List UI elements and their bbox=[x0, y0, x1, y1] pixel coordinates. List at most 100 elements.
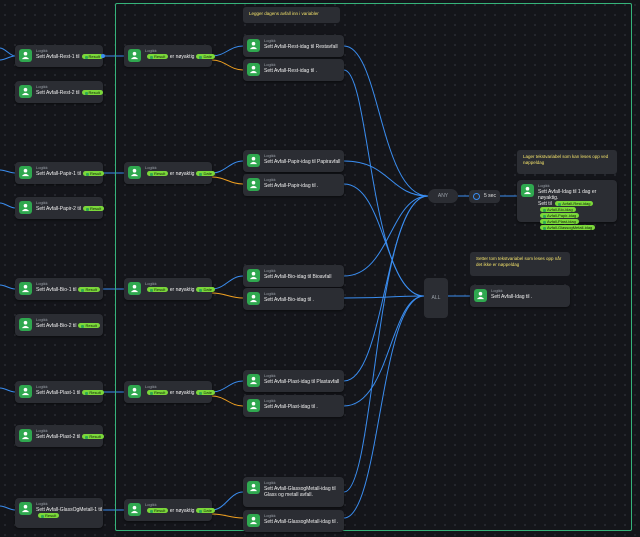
final-node-all[interactable]: Logikk Sett Avfall-Idag til . bbox=[470, 285, 570, 307]
person-icon bbox=[247, 514, 260, 527]
person-icon bbox=[19, 201, 32, 214]
person-icon bbox=[19, 166, 32, 179]
node-text: Sett Avfall-Papir-idag til Papiravfall bbox=[264, 159, 341, 165]
node-text: Sett Avfall-Plast-idag til Plastavfall bbox=[264, 379, 340, 385]
node-header: Logikk bbox=[264, 373, 276, 378]
set-node-rest-true[interactable]: Logikk Sett Avfall-Rest-idag til Restavf… bbox=[243, 35, 344, 57]
date-pill: Date bbox=[196, 390, 215, 396]
all-gate[interactable]: ALL bbox=[424, 278, 448, 318]
set-node-papir-true[interactable]: Logikk Sett Avfall-Papir-idag til Papira… bbox=[243, 150, 344, 172]
node-header: Logikk bbox=[145, 48, 157, 53]
group-title: Legger dagens avfall inn i variabler bbox=[249, 11, 319, 16]
node-text: Sett Avfall-Idag til 1 dag er nøyaktig. … bbox=[538, 189, 597, 231]
variable-pill: Avfall-Rest-idag bbox=[555, 201, 594, 207]
person-icon bbox=[128, 166, 141, 179]
set-node-glass-true[interactable]: Logikk Sett Avfall-GlassogMetall-idag ti… bbox=[243, 477, 344, 507]
person-icon bbox=[247, 374, 260, 387]
node-header: Logikk bbox=[145, 281, 157, 286]
clock-icon bbox=[473, 193, 480, 200]
group-frame[interactable] bbox=[115, 3, 632, 531]
set-node-plast-false[interactable]: Logikk Sett Avfall-Plast-idag til . bbox=[243, 395, 344, 417]
result-pill: Result bbox=[78, 287, 100, 293]
node-header: Logikk bbox=[145, 165, 157, 170]
node-header: Logikk bbox=[264, 291, 276, 296]
all-note-text: Setter tom tekstvariabel som leses opp n… bbox=[476, 256, 562, 267]
person-icon bbox=[247, 269, 260, 282]
result-pill: Result bbox=[81, 90, 103, 96]
result-pill: Result bbox=[82, 171, 105, 177]
set-node-glass-false[interactable]: Logikk Sett Avfall-GlassogMetall-idag ti… bbox=[243, 510, 344, 532]
node-text: Sett Avfall-Rest-idag til Restavfall bbox=[264, 44, 338, 50]
person-icon bbox=[19, 318, 32, 331]
set-node-plast-true[interactable]: Logikk Sett Avfall-Plast-idag til Plasta… bbox=[243, 370, 344, 392]
date-pill: Date bbox=[196, 508, 215, 514]
node-header: Logikk bbox=[36, 281, 48, 286]
node-text: Sett Avfall-GlassOgMetall-1 tilResult bbox=[36, 507, 103, 519]
final-node-any[interactable]: Logikk Sett Avfall-Idag til 1 dag er nøy… bbox=[517, 180, 617, 231]
node-header: Logikk bbox=[264, 62, 276, 67]
output-port[interactable] bbox=[101, 54, 105, 58]
delay-label: 5 sec bbox=[484, 193, 496, 199]
person-icon bbox=[247, 481, 260, 494]
all-note[interactable]: Setter tom tekstvariabel som leses opp n… bbox=[470, 252, 570, 276]
variable-pill: Avfall-Plast-idag bbox=[540, 219, 579, 225]
person-icon bbox=[19, 282, 32, 295]
person-icon bbox=[19, 49, 32, 62]
result-pill: Result bbox=[147, 171, 169, 177]
set-node-papir-false[interactable]: Logikk Sett Avfall-Papir-idag til . bbox=[243, 174, 344, 196]
any-gate[interactable]: ANY bbox=[428, 189, 458, 203]
result-pill: Result bbox=[147, 54, 169, 60]
result-pill: Result bbox=[81, 54, 103, 60]
set-node-bio-true[interactable]: Logikk Sett Avfall-Bio-idag til Bioavfal… bbox=[243, 265, 344, 287]
node-avfall-glassogmetall-1[interactable]: Logikk Sett Avfall-GlassOgMetall-1 tilRe… bbox=[15, 498, 103, 528]
group-title-note[interactable]: Legger dagens avfall inn i variabler bbox=[243, 7, 340, 23]
node-header: Logikk bbox=[264, 153, 276, 158]
wire bbox=[0, 387, 16, 393]
result-pill: Result bbox=[82, 206, 105, 212]
node-header: Logikk bbox=[264, 398, 276, 403]
node-text: Sett Avfall-GlassogMetall-idag til Glass… bbox=[264, 486, 336, 498]
set-node-rest-false[interactable]: Logikk Sett Avfall-Rest-idag til . bbox=[243, 59, 344, 81]
variable-pill: Avfall-Bio-idag bbox=[540, 207, 576, 213]
set-node-bio-false[interactable]: Logikk Sett Avfall-Bio-idag til . bbox=[243, 288, 344, 310]
person-icon bbox=[19, 385, 32, 398]
node-header: Logikk bbox=[145, 384, 157, 389]
date-pill: Date bbox=[196, 54, 215, 60]
person-icon bbox=[128, 385, 141, 398]
node-header: Logikk bbox=[36, 84, 48, 89]
person-icon bbox=[19, 429, 32, 442]
node-header: Logikk bbox=[36, 200, 48, 205]
delay-node[interactable]: 5 sec bbox=[469, 190, 500, 203]
node-text: Sett Avfall-Papir-idag til . bbox=[264, 183, 319, 189]
node-header: Logikk bbox=[36, 165, 48, 170]
node-text: Sett Avfall-Bio-idag til . bbox=[264, 297, 314, 303]
any-note-text: Lager tekstvariabel som kan leses opp ve… bbox=[523, 154, 609, 165]
node-text: Sett Avfall-GlassogMetall-idag til . bbox=[264, 519, 339, 525]
node-text: Sett Avfall-Rest-idag til . bbox=[264, 68, 317, 74]
node-header: Logikk bbox=[36, 48, 48, 53]
wire bbox=[0, 55, 16, 61]
any-note[interactable]: Lager tekstvariabel som kan leses opp ve… bbox=[517, 150, 617, 174]
